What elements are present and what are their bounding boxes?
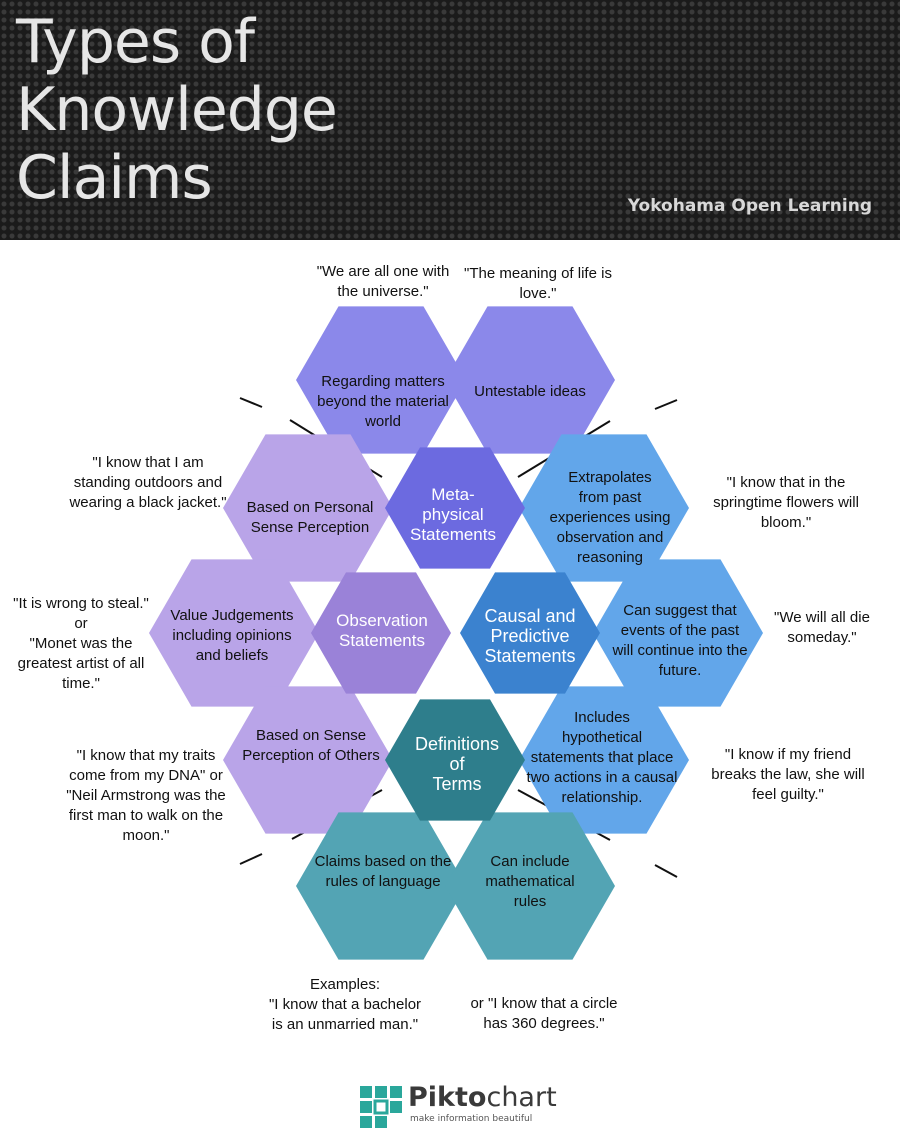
dash-upper-right [654, 399, 678, 410]
hex-obs-top [223, 434, 393, 582]
piktochart-logo-icon [360, 1086, 402, 1128]
hex-def-right [445, 812, 615, 960]
header-banner: Types of Knowledge Claims Yokohama Open … [0, 0, 900, 240]
hex-meta-right [445, 306, 615, 454]
piktochart-wordmark: Piktochart [408, 1082, 557, 1113]
brand-name: Yokohama Open Learning [627, 196, 872, 216]
piktochart-logo: Piktochart make information beautiful [360, 1082, 557, 1128]
hex-observation-center [311, 572, 451, 694]
title-line: Claims [16, 143, 213, 213]
dash-lower-right [654, 864, 678, 878]
hex-causal-bottom [519, 686, 689, 834]
hex-metaphysical-center [385, 447, 525, 569]
title-line: Knowledge [16, 75, 338, 145]
piktochart-tagline: make information beautiful [410, 1114, 533, 1124]
hex-causal-mid [593, 559, 763, 707]
dash-upper-left [239, 397, 263, 408]
hex-obs-mid [149, 559, 319, 707]
dash-lower-left [239, 853, 263, 865]
hex-causal-top [519, 434, 689, 582]
title-line: Types of [16, 7, 255, 77]
hex-meta-left [296, 306, 466, 454]
hex-definitions-center [385, 699, 525, 821]
hex-causal-center [460, 572, 600, 694]
hex-def-left [296, 812, 466, 960]
page-title: Types of Knowledge Claims [16, 7, 338, 213]
hex-obs-bottom [223, 686, 393, 834]
meta-right-label: Untestable ideas [474, 383, 586, 400]
